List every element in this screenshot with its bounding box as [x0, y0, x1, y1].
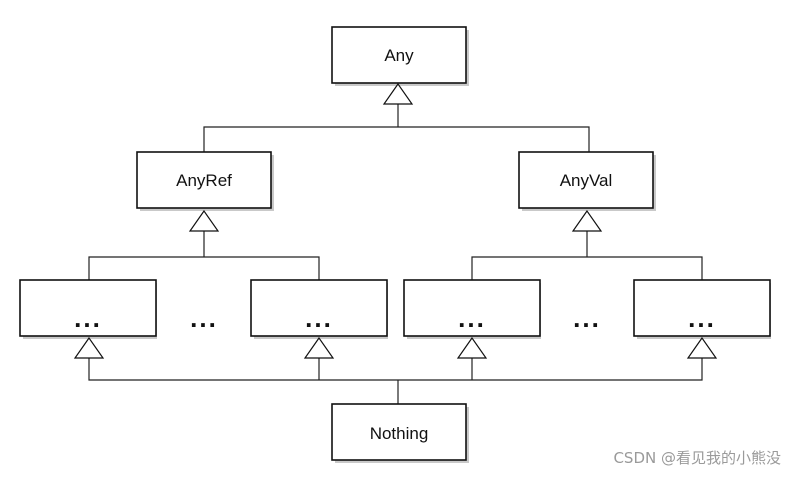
arrow-to-ref-sub-1 — [73, 336, 105, 359]
node-ref-sub-1: ... — [19, 279, 157, 339]
ref-gap-ellipsis: ... — [190, 303, 218, 333]
arrowheads — [73, 82, 718, 359]
node-ref-sub-2: ... — [250, 279, 388, 339]
node-any: Any — [331, 26, 469, 86]
arrow-to-any — [382, 82, 414, 105]
edges — [88, 103, 703, 404]
arrow-to-ref-sub-2 — [303, 336, 335, 359]
node-ref-sub-2-label: ... — [305, 303, 333, 333]
node-anyval: AnyVal — [518, 151, 656, 211]
node-anyref-label: AnyRef — [176, 171, 232, 190]
node-val-sub-2: ... — [633, 279, 771, 339]
edge-nothing-bus — [88, 358, 703, 381]
node-ref-sub-1-label: ... — [74, 303, 102, 333]
edge-any-bus — [203, 126, 590, 152]
edge-anyref-bus — [88, 256, 320, 280]
edge-anyval-bus — [471, 256, 703, 280]
node-nothing: Nothing — [331, 403, 469, 463]
node-val-sub-1: ... — [403, 279, 541, 339]
node-val-sub-2-label: ... — [688, 303, 716, 333]
arrow-to-anyref — [188, 209, 220, 232]
node-anyref: AnyRef — [136, 151, 274, 211]
arrow-to-anyval — [571, 209, 603, 232]
node-anyval-label: AnyVal — [560, 171, 613, 190]
arrow-to-val-sub-1 — [456, 336, 488, 359]
arrow-to-val-sub-2 — [686, 336, 718, 359]
watermark-text: CSDN @看见我的小熊没 — [613, 449, 781, 467]
node-any-label: Any — [384, 46, 414, 65]
node-nothing-label: Nothing — [370, 424, 429, 443]
node-val-sub-1-label: ... — [458, 303, 486, 333]
val-gap-ellipsis: ... — [573, 303, 601, 333]
